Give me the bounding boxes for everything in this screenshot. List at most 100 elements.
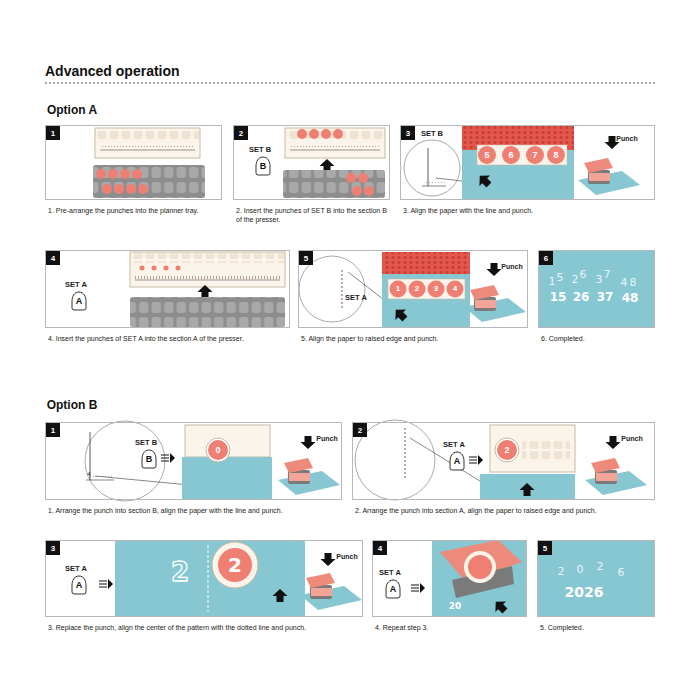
punch-close-up [490, 596, 510, 616]
align-and-punch [447, 281, 464, 298]
align-and-punch [404, 126, 640, 200]
step-caption: 4. Insert the punches of SET A into the … [48, 334, 291, 343]
presser-and-tray [333, 129, 343, 139]
set-letter: B [255, 162, 271, 171]
presser-and-tray [346, 173, 356, 183]
align-and-punch [218, 548, 252, 582]
step-caption: 1. Arrange the punch into section B, ali… [48, 506, 343, 515]
set-name: SET A [345, 294, 367, 302]
presser-and-tray [352, 186, 362, 196]
step-panel: 22. Arrange the punch into section A, al… [352, 422, 655, 500]
step-panel: 33. Replace the punch, align the center … [45, 540, 363, 617]
align-and-punch [477, 145, 567, 165]
title-rule [45, 83, 655, 84]
punch-label: Punch [316, 435, 337, 442]
set-name: SET A [65, 281, 87, 289]
punched-digit: 2 [558, 566, 565, 577]
presser-and-tray [321, 129, 331, 139]
step-caption: 3. Replace the punch, align the center o… [48, 623, 364, 632]
step-caption: 5. Completed. [540, 623, 656, 632]
step-number: 1 [46, 423, 60, 437]
punch-number: 0 [215, 446, 220, 455]
align-and-punch [273, 589, 288, 602]
align-and-punch [390, 281, 407, 298]
step-number: 3 [401, 126, 415, 140]
badge-outline [72, 292, 86, 310]
punch-label: Punch [616, 135, 637, 142]
punched-digit: 7 [604, 269, 611, 280]
punched-number: 48 [622, 292, 639, 304]
align-and-punch [405, 428, 406, 478]
step-panel: 55. Align the paper to raised edge and p… [298, 250, 528, 328]
align-and-punch [502, 146, 520, 164]
align-and-punch [299, 252, 526, 328]
step-caption: 4. Repeat step 3. [375, 623, 528, 632]
presser-and-tray [100, 150, 195, 151]
punched-digit: 6 [618, 567, 625, 578]
step-number: 3 [46, 541, 60, 555]
punched-digit: 1 [549, 276, 556, 287]
align-and-punch [424, 182, 446, 186]
presser-and-tray [135, 280, 280, 281]
step-number: 4 [373, 541, 387, 555]
align-and-punch [480, 474, 575, 500]
presser-and-tray [100, 146, 195, 150]
presser-and-tray [285, 128, 385, 158]
punch-number: 1 [396, 285, 400, 293]
align-and-punch [212, 542, 258, 588]
punched-digit: 0 [577, 564, 584, 575]
set-letter: A [71, 581, 87, 590]
punch-number: 7 [532, 151, 537, 160]
presser-and-tray [364, 186, 374, 196]
step-panel: 55. Completed. [537, 540, 655, 617]
result-paper [537, 540, 655, 617]
set-letter: B [141, 455, 157, 464]
set-badge: SET AA [385, 579, 401, 599]
presser-and-tray [114, 184, 124, 194]
set-name: SET B [135, 439, 157, 447]
punch-label: Punch [501, 263, 522, 270]
badge-outline [386, 580, 400, 598]
step-panel: 44. Insert the punches of SET A into the… [45, 250, 290, 328]
punch-number: 2 [228, 555, 242, 575]
punched-digit: 8 [630, 277, 637, 288]
align-and-punch [85, 421, 165, 501]
presser-and-tray [283, 170, 385, 198]
punched-digit: 2 [572, 274, 579, 285]
align-and-punch [388, 279, 465, 299]
align-and-punch [382, 252, 470, 274]
step-caption: 5. Align the paper to raised edge and pu… [301, 334, 529, 343]
align-and-punch [409, 281, 426, 298]
step-panel: 11. Arrange the punch into section B, al… [45, 422, 342, 500]
step-number: 5 [538, 541, 552, 555]
align-and-punch [99, 540, 362, 617]
badge-outline [142, 450, 156, 468]
title-rule [45, 83, 655, 84]
step-number: 2 [234, 126, 248, 140]
align-and-punch [578, 158, 640, 195]
badge-outline [256, 157, 270, 175]
align-and-punch [99, 579, 113, 589]
set-badge: SET AA [449, 451, 465, 471]
result-paper [538, 250, 655, 328]
align-and-punch [404, 140, 460, 196]
set-letter: A [385, 585, 401, 594]
punch-close-up [464, 551, 496, 583]
result-paper [538, 250, 655, 328]
step-caption: 1. Pre-arrange the punches into the plan… [48, 206, 223, 215]
punched-digit: 4 [621, 277, 628, 288]
step-caption: 2. Insert the punches of SET B into the … [236, 206, 391, 224]
presser-and-tray [286, 129, 384, 139]
presser-and-tray [130, 297, 285, 327]
punched-number: 15 [550, 291, 567, 303]
presser-and-tray [164, 266, 169, 271]
align-and-punch [161, 453, 175, 463]
presser-and-tray [135, 276, 280, 280]
punched-digit: 2 [597, 561, 604, 572]
set-letter: A [449, 457, 465, 466]
presser-and-tray [93, 165, 205, 198]
punched-number: 37 [597, 291, 614, 303]
align-and-punch [182, 457, 272, 500]
step-number: 2 [353, 423, 367, 437]
